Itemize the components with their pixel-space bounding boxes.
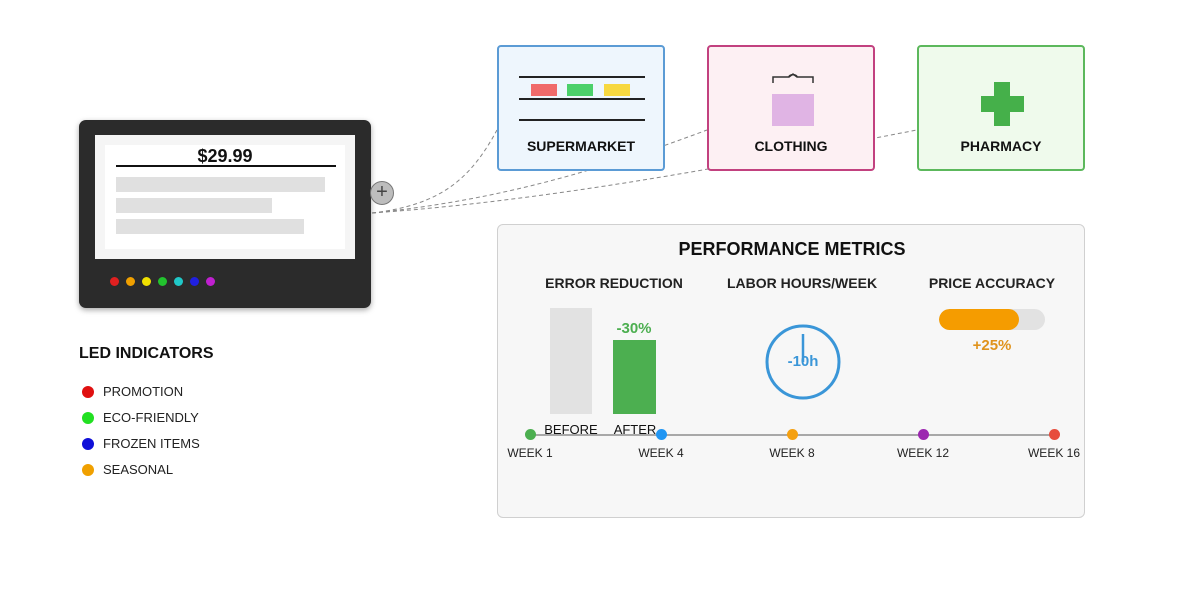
- panel-title: PERFORMANCE METRICS: [678, 239, 906, 259]
- legend-item: SEASONAL: [82, 462, 173, 477]
- timeline-marker: [1048, 429, 1060, 440]
- led-dot: [142, 277, 151, 286]
- before-label: BEFORE: [544, 422, 598, 437]
- before-bar: [550, 308, 592, 414]
- legend-dot: [82, 385, 94, 398]
- after-label: AFTER: [613, 422, 657, 437]
- labor-hours-heading: LABOR HOURS/WEEK: [726, 275, 878, 291]
- legend-label: SEASONAL: [103, 462, 174, 477]
- error-change-value: -30%: [616, 320, 652, 337]
- performance-metrics-panel: PERFORMANCE METRICS ERROR REDUCTION -30%…: [497, 224, 1085, 518]
- timeline-label: WEEK 4: [638, 446, 684, 460]
- medical-cross-icon: [981, 82, 1024, 126]
- led-dot: [174, 277, 183, 286]
- timeline-label: WEEK 8: [769, 446, 815, 460]
- legend-label: PROMOTION: [103, 384, 184, 399]
- legend-label: FROZEN ITEMS: [103, 436, 200, 451]
- legend-dot: [82, 437, 94, 450]
- store-card-supermarket[interactable]: SUPERMARKET: [497, 45, 665, 171]
- legend-title: LED INDICATORS: [79, 345, 214, 362]
- product-text-line: [116, 219, 304, 234]
- timeline-label: WEEK 16: [1027, 446, 1081, 460]
- expand-button[interactable]: +: [370, 181, 394, 205]
- timeline-label: WEEK 12: [896, 446, 950, 460]
- shelf-icon: [519, 76, 645, 121]
- led-dot: [110, 277, 119, 286]
- screen-content: $29.99: [105, 145, 345, 249]
- price-accuracy-heading: PRICE ACCURACY: [928, 275, 1056, 291]
- timeline-marker: [786, 429, 798, 440]
- device-screen: $29.99: [95, 135, 355, 259]
- legend-item: PROMOTION: [82, 384, 183, 399]
- store-label: CLOTHING: [754, 138, 828, 154]
- led-dot: [190, 277, 199, 286]
- store-card-pharmacy[interactable]: PHARMACY: [917, 45, 1085, 171]
- legend-item: FROZEN ITEMS: [82, 436, 200, 451]
- price-accuracy-fill: [939, 309, 1019, 330]
- legend-item: ECO-FRIENDLY: [82, 410, 199, 425]
- clock-icon: [765, 324, 841, 400]
- store-card-clothing[interactable]: CLOTHING: [707, 45, 875, 171]
- legend-dot: [82, 411, 94, 424]
- timeline-marker: [655, 429, 667, 440]
- price-underline: [116, 165, 336, 167]
- product-text-line: [116, 198, 272, 213]
- store-label: SUPERMARKET: [526, 138, 636, 154]
- timeline-marker: [917, 429, 929, 440]
- price-accuracy-value: +25%: [972, 337, 1012, 354]
- legend-label: ECO-FRIENDLY: [103, 410, 199, 425]
- price-display: $29.99: [197, 146, 253, 166]
- led-strip: [110, 277, 215, 286]
- shelf-label-device: $29.99: [79, 120, 371, 308]
- legend-dot: [82, 463, 94, 476]
- price-accuracy-bar: [939, 309, 1045, 330]
- store-label: PHARMACY: [960, 138, 1042, 154]
- labor-hours-value: -10h: [787, 353, 819, 370]
- timeline-marker: [524, 429, 536, 440]
- led-dot: [206, 277, 215, 286]
- after-bar: [613, 340, 656, 414]
- hanger-shirt-icon: [772, 73, 814, 126]
- error-reduction-heading: ERROR REDUCTION: [545, 275, 683, 291]
- timeline-label: WEEK 1: [507, 446, 553, 460]
- led-dot: [126, 277, 135, 286]
- product-text-line: [116, 177, 325, 192]
- led-dot: [158, 277, 167, 286]
